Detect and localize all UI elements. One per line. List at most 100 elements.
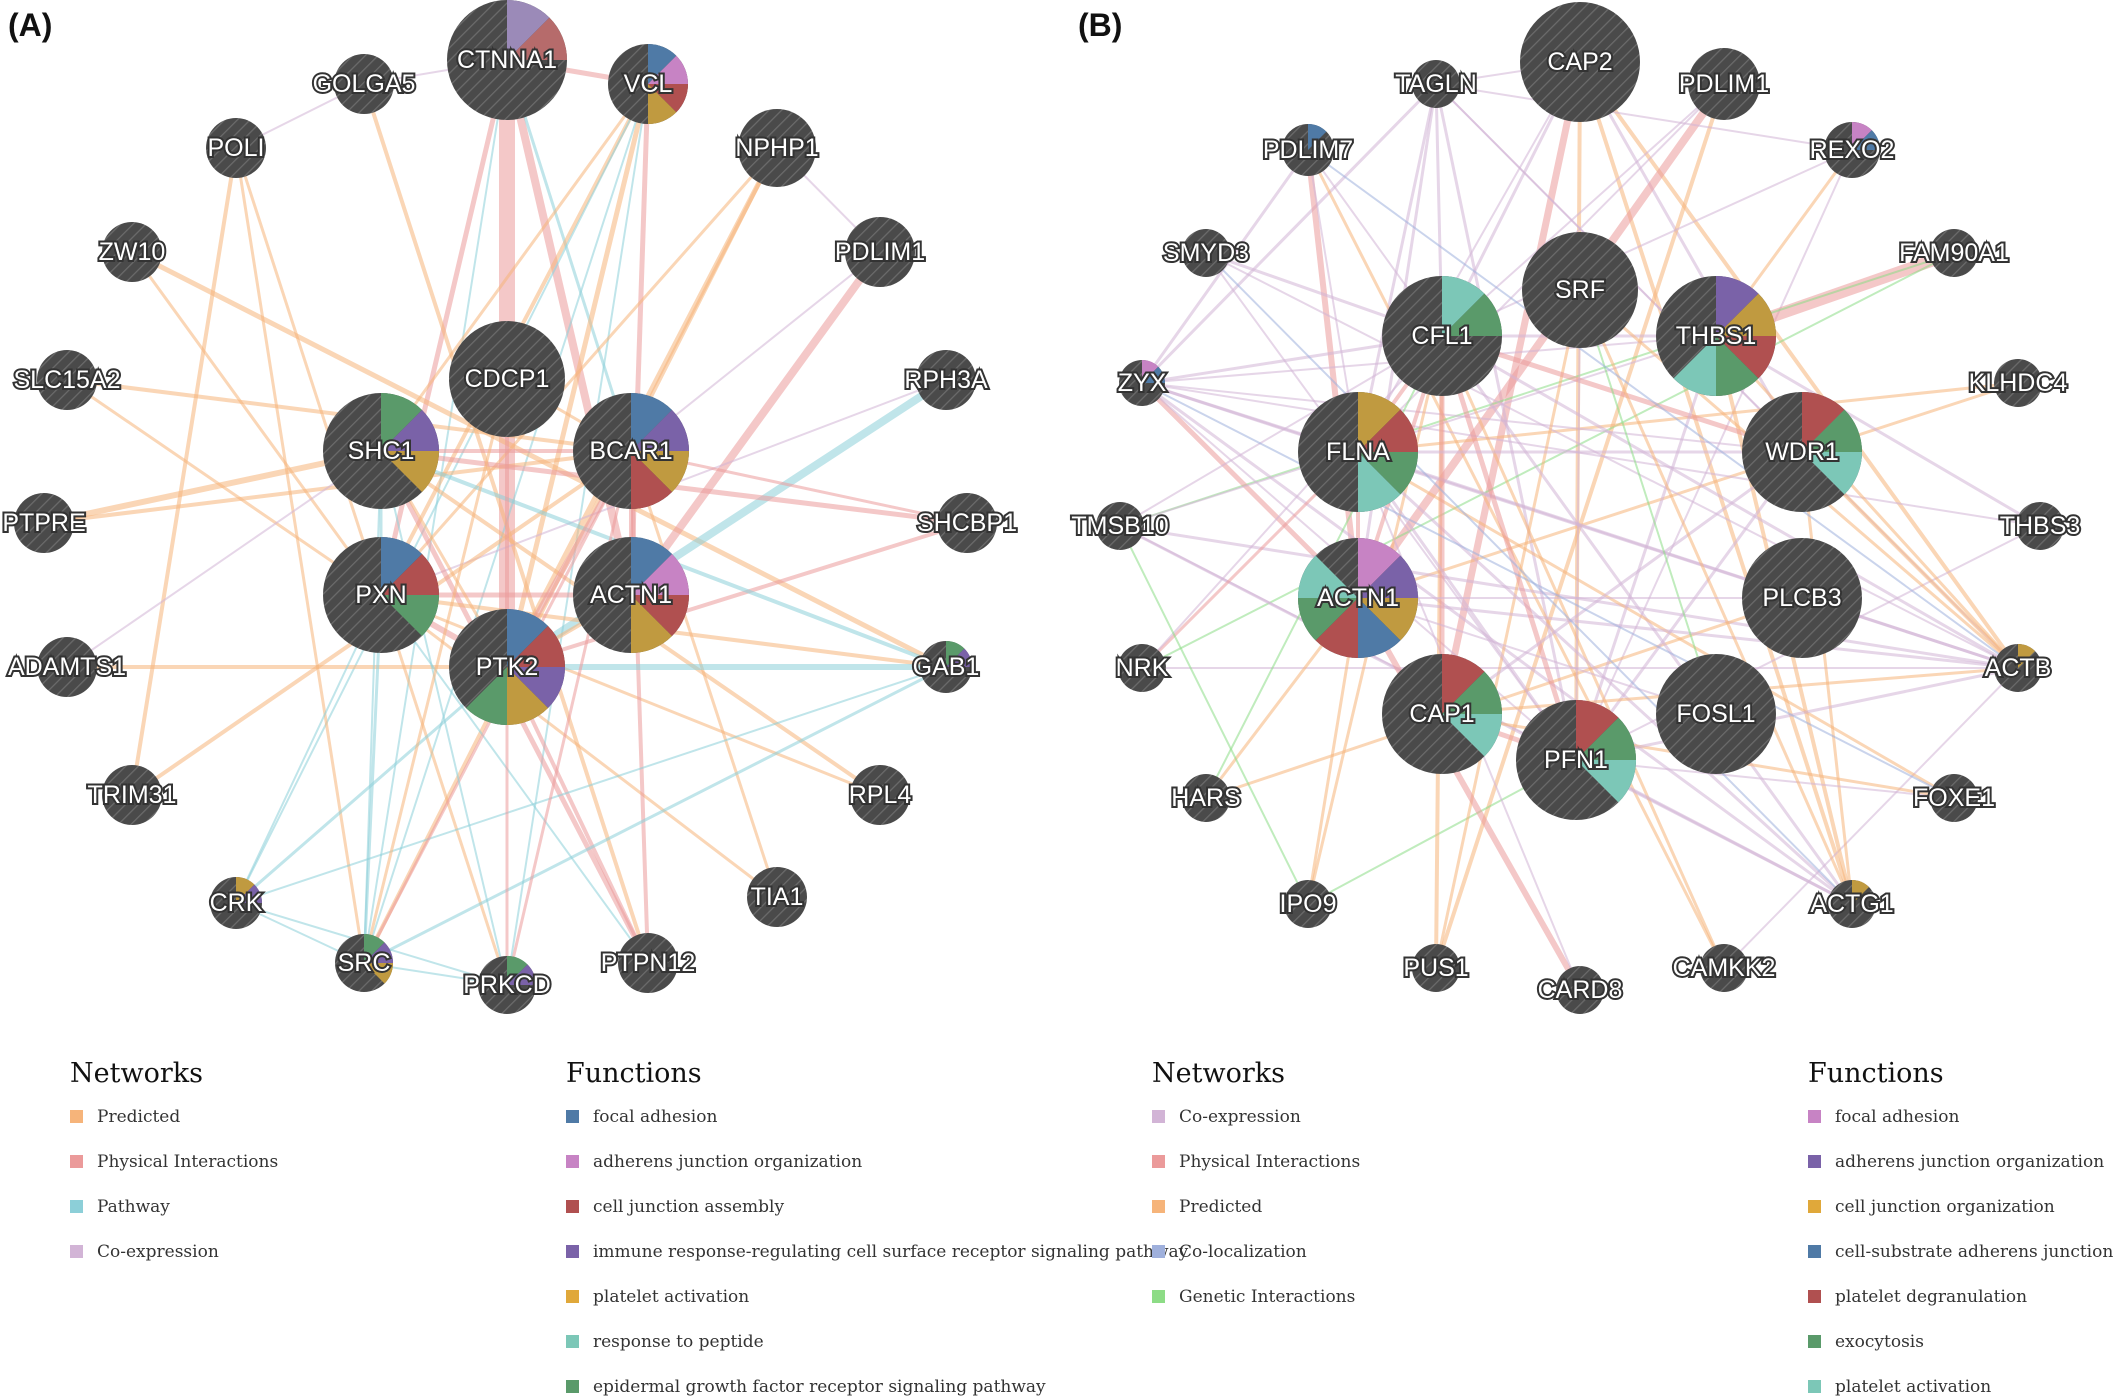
a-node-actn1[interactable]: ACTN1 [573, 537, 689, 653]
a-node-cdcp1[interactable]: CDCP1 [449, 321, 565, 437]
b-node-card8[interactable]: CARD8 [1536, 966, 1624, 1014]
b-node-cap2[interactable]: CAP2 [1520, 2, 1640, 122]
b-legend-networks-swatch [1152, 1200, 1165, 1213]
b-node-klhdc4[interactable]: KLHDC4 [1967, 359, 2069, 407]
b-node-function-slice [1315, 598, 1358, 658]
a-node-function-slice [648, 84, 688, 113]
a-node-function-slice [648, 44, 677, 84]
a-node-tia1[interactable]: TIA1 [747, 867, 807, 927]
b-node-function-slice [1442, 714, 1502, 757]
a-node-rph3a[interactable]: RPH3A [902, 350, 990, 410]
b-node-label: ZYX [1118, 369, 1167, 397]
b-edge-cap2-wdr1 [1578, 60, 1804, 454]
b-node-foxe1[interactable]: FOXE1 [1911, 774, 1997, 822]
b-node-srf[interactable]: SRF [1522, 232, 1638, 348]
b-node-function-slice [1852, 880, 1869, 904]
a-node-nphp1[interactable]: NPHP1 [733, 109, 821, 187]
a-node-crk[interactable]: CRK [208, 877, 265, 929]
a-legend-networks-item: Co-expression [97, 1242, 219, 1262]
a-node-ptpn12[interactable]: PTPN12 [599, 933, 697, 993]
a-node-label: POLI [208, 134, 265, 162]
a-node-bcar1[interactable]: BCAR1 [573, 393, 689, 509]
a-node-trim31[interactable]: TRIM31 [86, 765, 178, 825]
a-edge-gab1-src [362, 665, 948, 965]
a-node-label: VCL [624, 70, 673, 98]
b-legend-functions-item: platelet degranulation [1835, 1287, 2027, 1307]
b-edge-pdlim7-actb [1307, 149, 2019, 669]
b-node-fam90a1[interactable]: FAM90A1 [1897, 229, 2011, 277]
a-node-prkcd[interactable]: PRKCD [461, 956, 553, 1014]
b-node-ipo9[interactable]: IPO9 [1278, 880, 1338, 928]
a-node-src[interactable]: SRC [335, 934, 393, 992]
b-node-cfl1[interactable]: CFL1 [1382, 276, 1502, 396]
b-legend-functions-item: adherens junction organization [1835, 1152, 2104, 1172]
a-node-circle [206, 118, 266, 178]
b-node-tagln[interactable]: TAGLN [1393, 60, 1479, 108]
a-node-function-slice [381, 537, 423, 595]
a-node-function-slice [465, 667, 507, 725]
b-node-fosl1[interactable]: FOSL1 [1656, 654, 1776, 774]
b-node-camkk2[interactable]: CAMKK2 [1671, 944, 1777, 992]
b-node-label: THBS1 [1676, 322, 1757, 350]
a-node-golga5[interactable]: GOLGA5 [311, 54, 417, 114]
b-node-hars[interactable]: HARS [1169, 774, 1243, 822]
b-node-smyd3[interactable]: SMYD3 [1161, 229, 1251, 277]
b-node-wdr1[interactable]: WDR1 [1742, 392, 1862, 512]
b-node-pfn1[interactable]: PFN1 [1516, 700, 1636, 820]
b-node-circle [1994, 359, 2042, 407]
a-node-label: PXN [355, 581, 406, 609]
a-node-zw10[interactable]: ZW10 [97, 222, 167, 282]
b-node-nrk[interactable]: NRK [1114, 644, 1171, 692]
a-node-pdlim1[interactable]: PDLIM1 [833, 217, 927, 287]
a-node-function-slice [631, 451, 689, 493]
b-node-rexo2[interactable]: REXO2 [1808, 122, 1896, 178]
a-node-function-slice [507, 667, 565, 709]
a-node-function-slice [381, 393, 423, 451]
b-node-actn1[interactable]: ACTN1 [1298, 538, 1418, 658]
b-edge-actb-cfl1 [1440, 334, 2020, 670]
a-node-rpl4[interactable]: RPL4 [847, 765, 913, 825]
b-node-pdlim1[interactable]: PDLIM1 [1677, 48, 1771, 120]
a-node-circle [449, 321, 565, 437]
a-node-label: BCAR1 [589, 437, 672, 465]
a-node-pxn[interactable]: PXN [323, 537, 439, 653]
b-node-plcb3[interactable]: PLCB3 [1742, 538, 1862, 658]
a-node-ptpre[interactable]: PTPRE [0, 493, 88, 553]
a-node-label: SHCBP1 [917, 509, 1017, 537]
a-node-gab1[interactable]: GAB1 [911, 641, 981, 693]
a-node-label: SLC15A2 [13, 366, 120, 394]
b-edge-zyx-foxe1 [1141, 382, 1955, 799]
a-node-slc15a2[interactable]: SLC15A2 [11, 350, 123, 410]
b-node-label: PFN1 [1544, 746, 1608, 774]
b-edge-nrk-cfl1 [1141, 335, 1443, 669]
a-node-poli[interactable]: POLI [206, 118, 266, 178]
a-node-ctnna1[interactable]: CTNNA1 [447, 0, 567, 120]
a-node-vcl[interactable]: VCL [608, 44, 688, 124]
a-node-label: GAB1 [913, 653, 980, 681]
b-node-cap1[interactable]: CAP1 [1382, 654, 1502, 774]
b-node-pdlim7[interactable]: PDLIM7 [1261, 124, 1355, 176]
a-legend-functions-swatch [566, 1380, 579, 1393]
b-node-pus1[interactable]: PUS1 [1401, 944, 1471, 992]
b-edge-fosl1-actn1 [1357, 597, 1717, 715]
a-node-adamts1[interactable]: ADAMTS1 [6, 637, 128, 697]
b-node-zyx[interactable]: ZYX [1116, 360, 1169, 406]
b-node-label: CAP2 [1547, 48, 1612, 76]
a-node-function-slice [507, 956, 528, 985]
b-node-label: SMYD3 [1163, 239, 1249, 267]
b-legend-networks-item: Predicted [1179, 1197, 1262, 1217]
b-legend-networks-swatch [1152, 1110, 1165, 1123]
b-node-tmsb10[interactable]: TMSB10 [1069, 502, 1171, 550]
b-node-thbs1[interactable]: THBS1 [1656, 276, 1776, 396]
b-node-label: NRK [1116, 654, 1169, 682]
a-node-ptk2[interactable]: PTK2 [449, 609, 565, 725]
a-node-shcbp1[interactable]: SHCBP1 [915, 493, 1019, 553]
b-node-circle [1412, 60, 1460, 108]
b-node-actg1[interactable]: ACTG1 [1808, 880, 1896, 928]
b-node-flna[interactable]: FLNA [1298, 392, 1418, 512]
b-edge-cfl1-pfn1 [1439, 333, 1579, 763]
b-node-thbs3[interactable]: THBS3 [1998, 502, 2082, 550]
a-node-shc1[interactable]: SHC1 [323, 393, 439, 509]
b-node-actb[interactable]: ACTB [1983, 644, 2053, 692]
